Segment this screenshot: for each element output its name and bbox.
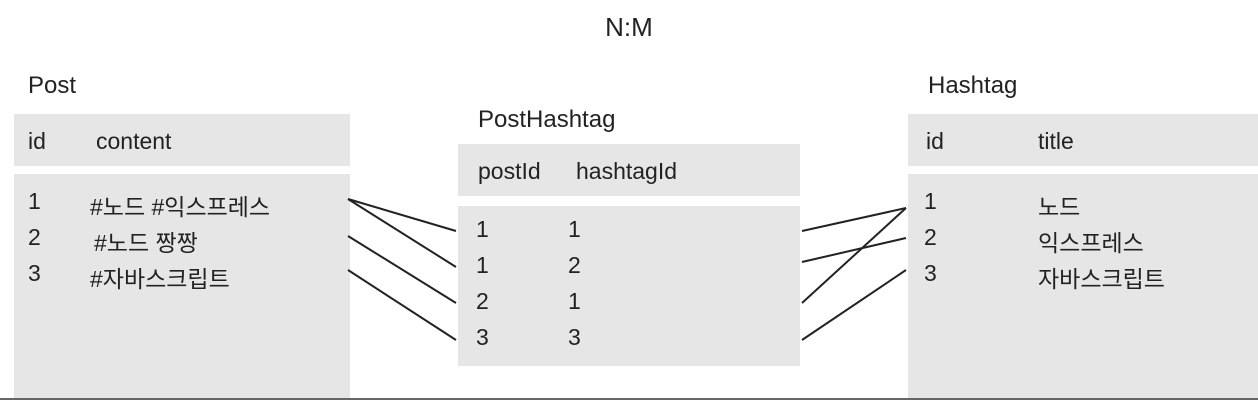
table-row: 1 1 [458, 212, 800, 248]
table-row: 3 #자바스크립트 [14, 258, 350, 294]
post-header: id content [14, 114, 350, 166]
table-row: 3 3 [458, 320, 800, 356]
hashtag-col-title: title [1038, 128, 1074, 154]
link-row1-hashtag1 [801, 207, 907, 232]
link-row2-hashtag2 [801, 237, 907, 263]
posthashtag-row-hashtagid: 1 [568, 288, 581, 314]
post-col-content: content [96, 128, 172, 154]
posthashtag-header: postId hashtagId [458, 144, 800, 196]
post-table-name: Post [28, 72, 77, 99]
post-row-id: 2 [28, 224, 41, 250]
hashtag-col-id: id [926, 128, 944, 154]
hashtag-row-title: 익스프레스 [1038, 230, 1144, 256]
posthashtag-row-postid: 1 [476, 252, 489, 278]
table-row: 2 1 [458, 284, 800, 320]
posthashtag-col-hashtagid: hashtagId [576, 158, 678, 184]
diagram-title: N:M [605, 12, 653, 42]
table-row: 3 자바스크립트 [908, 258, 1258, 294]
table-row: 2 #노드 짱짱 [14, 222, 350, 258]
posthashtag-table-name: PostHashtag [478, 106, 616, 133]
posthashtag-row-hashtagid: 2 [568, 252, 581, 278]
bottom-divider [0, 398, 1258, 400]
post-row-id: 3 [28, 260, 41, 286]
posthashtag-row-postid: 1 [476, 216, 489, 242]
posthashtag-body: 1 1 1 2 2 1 3 3 [458, 206, 800, 366]
link-row3-hashtag1 [801, 207, 907, 304]
posthashtag-row-postid: 2 [476, 288, 489, 314]
hashtag-row-id: 3 [924, 260, 937, 286]
link-post2-row3 [347, 235, 457, 304]
hashtag-table-name: Hashtag [928, 72, 1018, 99]
link-post3-row4 [347, 269, 457, 341]
hashtag-row-title: 노드 [1038, 194, 1081, 220]
hashtag-row-id: 1 [924, 188, 937, 214]
post-row-content: #노드 #익스프레스 [90, 194, 271, 220]
posthashtag-row-hashtagid: 3 [568, 324, 581, 350]
post-row-id: 1 [28, 188, 41, 214]
posthashtag-row-hashtagid: 1 [568, 216, 581, 242]
hashtag-header: id title [908, 114, 1258, 166]
table-row: 2 익스프레스 [908, 222, 1258, 258]
post-col-id: id [28, 128, 46, 154]
posthashtag-col-postid: postId [478, 158, 541, 184]
post-row-content: #자바스크립트 [90, 266, 230, 292]
hashtag-body: 1 노드 2 익스프레스 3 자바스크립트 [908, 174, 1258, 398]
post-row-content: #노드 짱짱 [94, 230, 198, 256]
posthashtag-row-postid: 3 [476, 324, 489, 350]
post-body: 1 #노드 #익스프레스 2 #노드 짱짱 3 #자바스크립트 [14, 174, 350, 398]
hashtag-row-title: 자바스크립트 [1038, 266, 1165, 292]
link-post1-row2 [347, 198, 457, 268]
link-post1-row1 [347, 198, 457, 232]
table-row: 1 2 [458, 248, 800, 284]
table-row: 1 노드 [908, 186, 1258, 222]
link-row4-hashtag3 [801, 269, 907, 341]
hashtag-row-id: 2 [924, 224, 937, 250]
table-row: 1 #노드 #익스프레스 [14, 186, 350, 222]
